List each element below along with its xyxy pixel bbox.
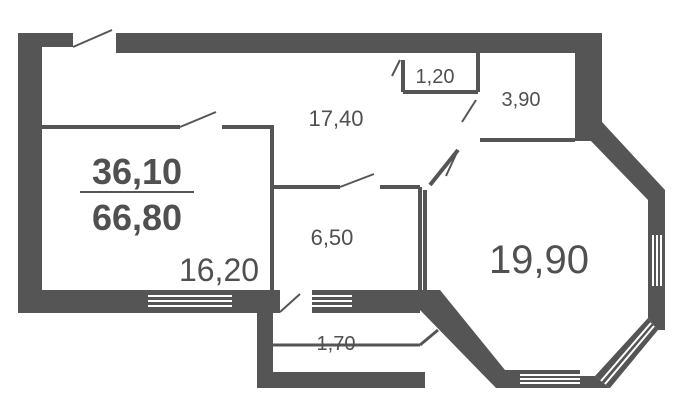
wall-bay-bottom-right (580, 376, 610, 388)
total-area-value: 66,80 (92, 197, 182, 238)
nook-area: 3,90 (502, 89, 541, 111)
door-closet (391, 59, 401, 77)
wall-left (18, 33, 42, 313)
door-bay (445, 149, 459, 177)
window-bottom-left (148, 290, 232, 313)
interior-walls (42, 53, 575, 347)
window-bay-right (648, 235, 665, 286)
window-bottom-middle (312, 290, 352, 313)
wall-wc-diagonal (419, 328, 439, 347)
wall-bottom-right (352, 290, 420, 313)
wall-wc-bottom (257, 372, 425, 388)
wall-bay-upper-right (575, 122, 665, 235)
door-bathroom (339, 173, 375, 188)
wall-bay-lower-left (420, 290, 520, 388)
door-nook (461, 99, 477, 123)
windows (148, 235, 665, 388)
bathroom-area: 6,50 (311, 225, 354, 250)
door-room-left (179, 111, 217, 128)
outer-walls (18, 33, 665, 388)
wall-bay-right-lower (648, 306, 665, 330)
wall-wc-left (257, 290, 273, 388)
door-entrance (72, 29, 113, 48)
wall-bottom-left (18, 290, 148, 313)
window-bay-diagonal (595, 318, 658, 388)
window-bay-bottom (520, 370, 580, 388)
wall-bay-upper-left (428, 148, 460, 187)
doors (72, 29, 477, 313)
room-labels: 16,20 17,40 1,20 3,90 19,90 6,50 1,70 (179, 66, 589, 355)
hall-area: 17,40 (308, 106, 363, 131)
closet-area: 1,20 (416, 66, 455, 88)
wall-top-right (116, 33, 602, 53)
kitchen-area: 19,90 (489, 238, 589, 282)
wall-bay-right-mid (648, 286, 665, 306)
area-summary: 36,10 66,80 (80, 151, 194, 238)
room-left-area: 16,20 (179, 252, 259, 288)
living-area-value: 36,10 (92, 151, 182, 192)
door-wc (279, 293, 301, 313)
wc-area: 1,70 (317, 333, 356, 355)
